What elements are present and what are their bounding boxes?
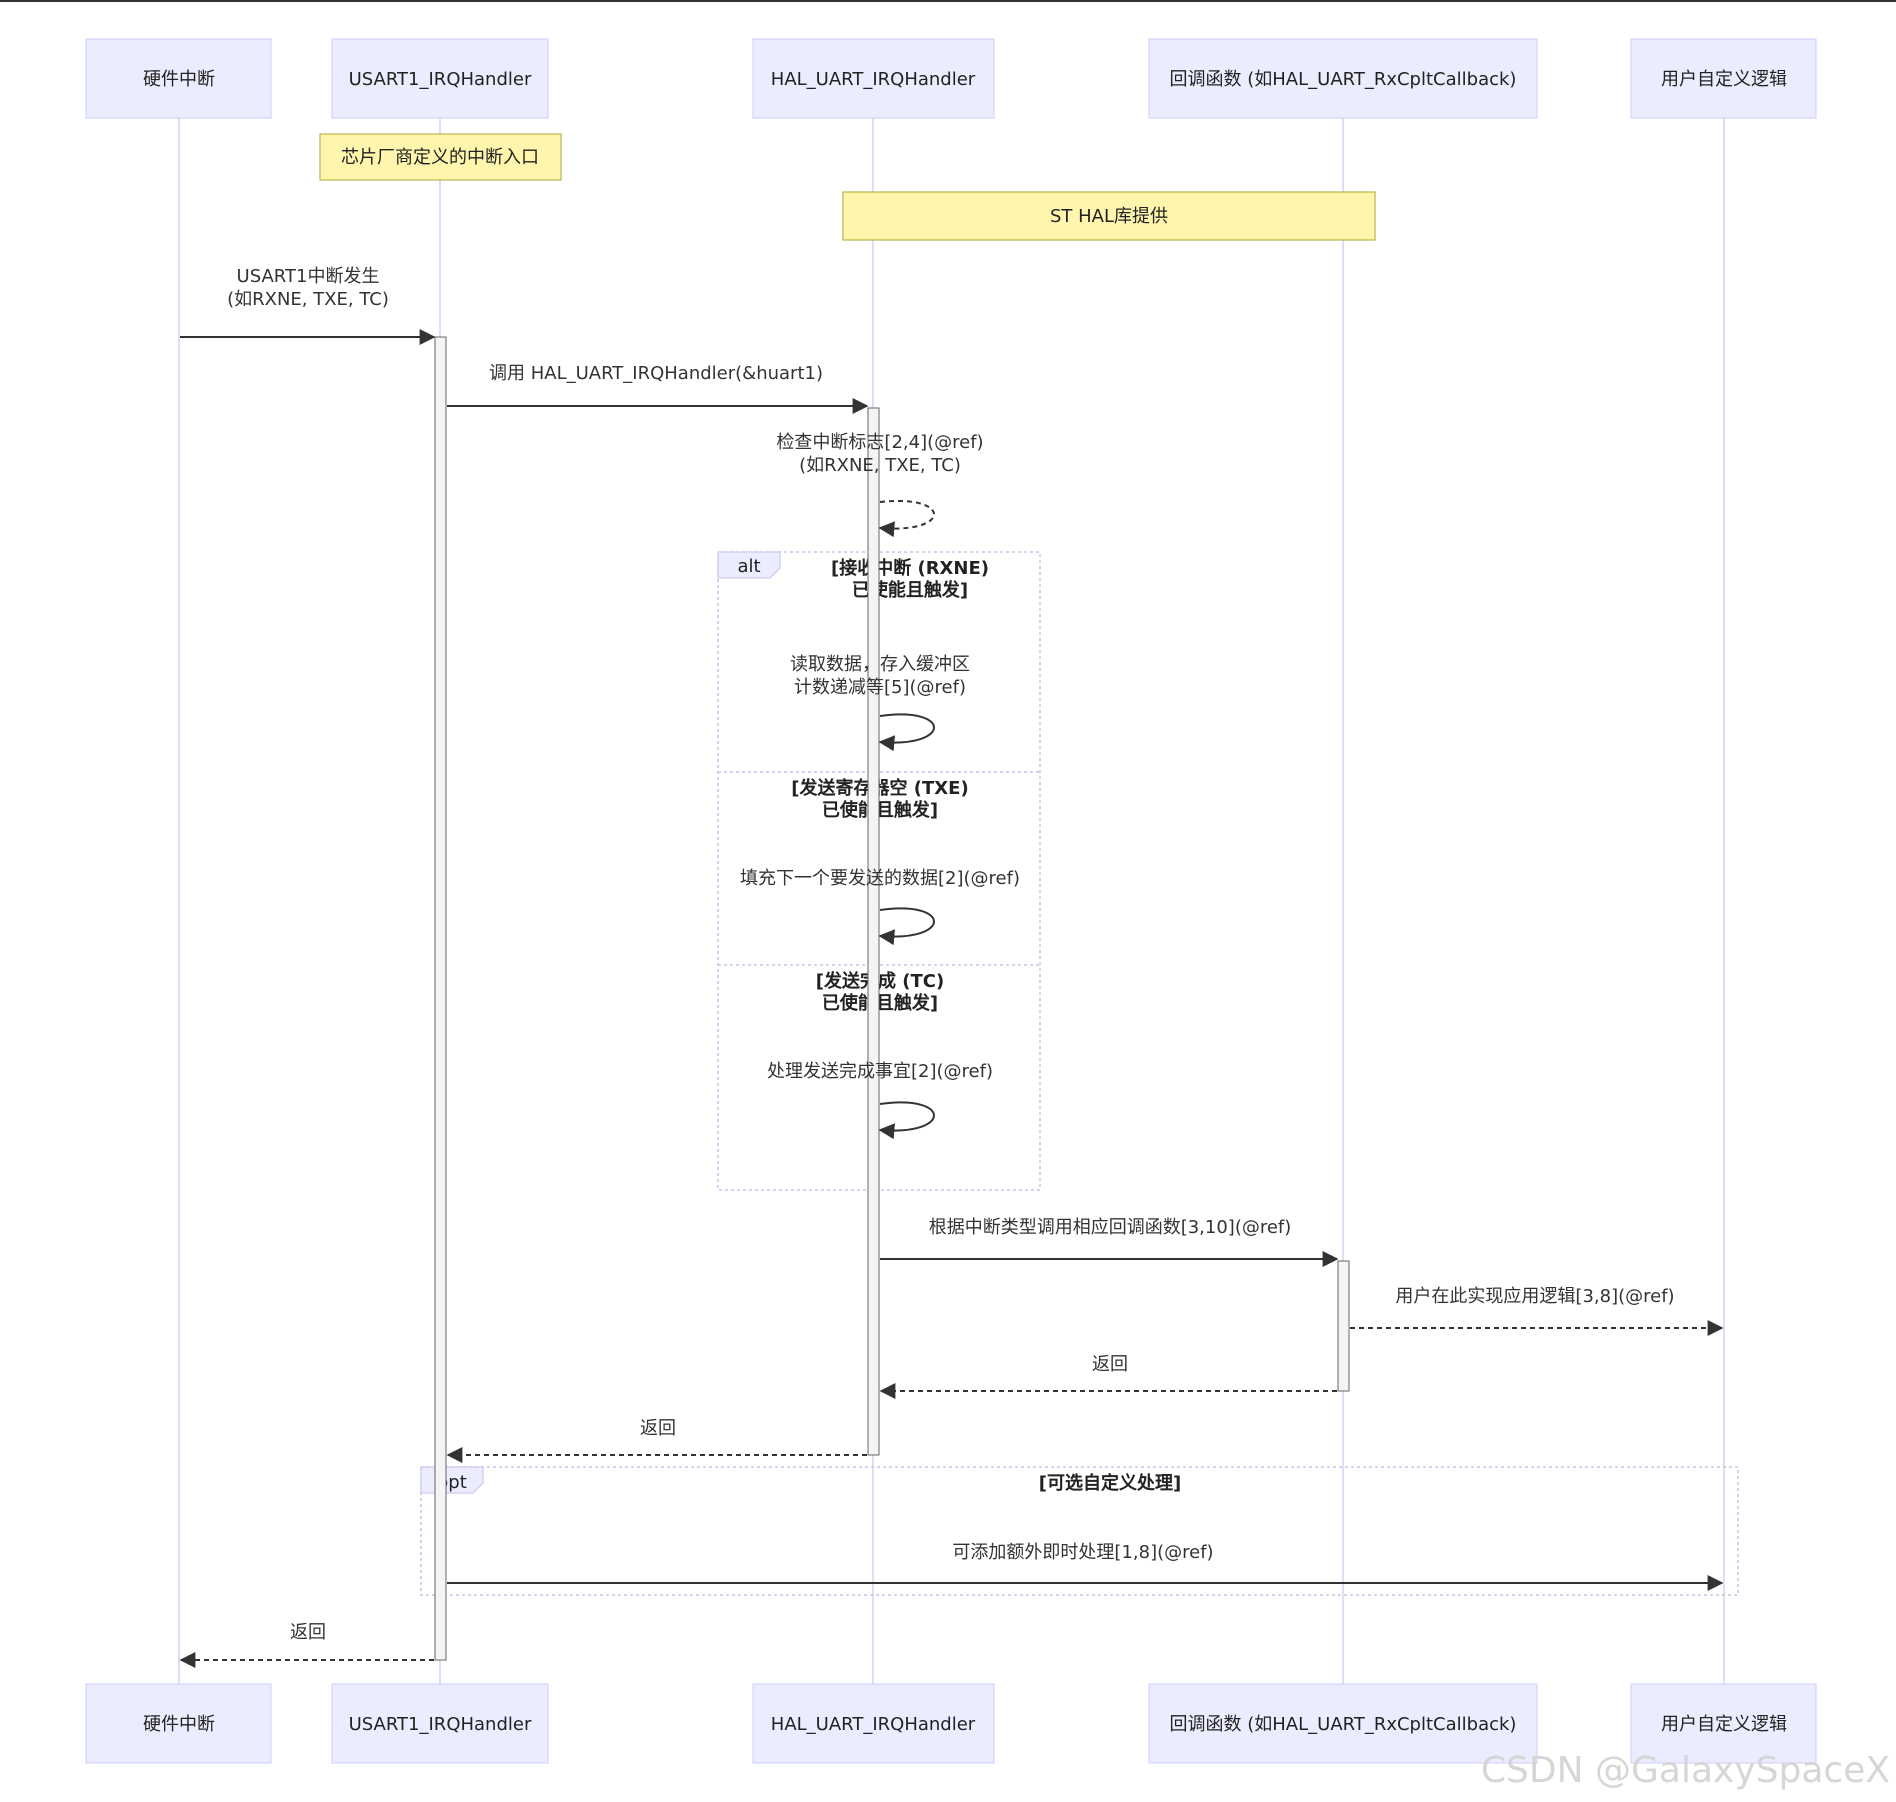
message-handle-tx-complete: 处理发送完成事宜[2](@ref) [767,1061,993,1140]
actor-usart1-irqhandler: USART1_IRQHandler [331,38,549,119]
actor-hw-interrupt-bottom: 硬件中断 [85,1683,272,1764]
message-extra-processing: 可添加额外即时处理[1,8](@ref) [447,1542,1724,1591]
svg-text:返回: 返回 [640,1418,676,1439]
message-call-hal-handler: 调用 HAL_UART_IRQHandler(&huart1) [447,363,869,414]
actors-bottom: 硬件中断 USART1_IRQHandler HAL_UART_IRQHandl… [85,1683,1817,1764]
message-call-callback: 根据中断类型调用相应回调函数[3,10](@ref) [880,1217,1339,1267]
message-return-hal: 返回 [446,1418,867,1463]
svg-text:硬件中断: 硬件中断 [143,1714,215,1735]
svg-text:用户自定义逻辑: 用户自定义逻辑 [1661,1714,1787,1735]
watermark: CSDN @GalaxySpaceX [1481,1750,1890,1791]
svg-text:回调函数 (如HAL_UART_RxCpltCallback: 回调函数 (如HAL_UART_RxCpltCallback) [1170,1714,1517,1735]
svg-text:读取数据，存入缓冲区: 读取数据，存入缓冲区 [790,654,970,675]
activation-callback [1337,1260,1350,1392]
actor-hw-interrupt: 硬件中断 [85,38,272,119]
alt-condition-2-line-2: 已使能且触发] [822,799,938,821]
svg-text:检查中断标志[2,4](@ref): 检查中断标志[2,4](@ref) [776,432,983,453]
svg-text:处理发送完成事宜[2](@ref): 处理发送完成事宜[2](@ref) [767,1061,993,1082]
note-usart-entry: 芯片厂商定义的中断入口 [319,133,562,181]
actor-user-logic-bottom: 用户自定义逻辑 [1630,1683,1817,1764]
svg-text:根据中断类型调用相应回调函数[3,10](@ref): 根据中断类型调用相应回调函数[3,10](@ref) [929,1217,1292,1238]
alt-frame: alt [接收中断 (RXNE) 已使能且触发] [发送寄存器空 (TXE) 已… [717,551,1041,1191]
alt-condition-3-line-1: [发送完成 (TC) [816,970,944,992]
svg-text:用户自定义逻辑: 用户自定义逻辑 [1661,69,1787,90]
svg-text:计数递减等[5](@ref): 计数递减等[5](@ref) [794,677,966,698]
message-return-usart: 返回 [179,1622,434,1668]
actor-hal-uart-irqhandler-bottom: HAL_UART_IRQHandler [752,1683,995,1764]
alt-condition-3-line-2: 已使能且触发] [822,992,938,1014]
actor-hal-uart-irqhandler: HAL_UART_IRQHandler [752,38,995,119]
svg-text:USART1_IRQHandler: USART1_IRQHandler [349,69,532,90]
svg-text:HAL_UART_IRQHandler: HAL_UART_IRQHandler [771,1714,976,1735]
message-read-data: 读取数据，存入缓冲区 计数递减等[5](@ref) [790,654,970,752]
svg-text:填充下一个要发送的数据[2](@ref): 填充下一个要发送的数据[2](@ref) [740,868,1020,889]
message-return-callback: 返回 [879,1354,1337,1399]
message-check-flags: 检查中断标志[2,4](@ref) (如RXNE, TXE, TC) [776,432,984,538]
actor-usart1-irqhandler-bottom: USART1_IRQHandler [331,1683,549,1764]
alt-label: alt [737,556,760,577]
actor-callback: 回调函数 (如HAL_UART_RxCpltCallback) [1148,38,1538,119]
lifelines [178,118,1725,1686]
svg-text:HAL_UART_IRQHandler: HAL_UART_IRQHandler [771,69,976,90]
svg-text:回调函数 (如HAL_UART_RxCpltCallback: 回调函数 (如HAL_UART_RxCpltCallback) [1170,69,1517,90]
message-interrupt-occurs: USART1中断发生 (如RXNE, TXE, TC) [180,266,436,345]
activation-hal [867,407,880,1456]
svg-text:可添加额外即时处理[1,8](@ref): 可添加额外即时处理[1,8](@ref) [952,1542,1213,1563]
svg-text:芯片厂商定义的中断入口: 芯片厂商定义的中断入口 [341,147,539,168]
svg-text:用户在此实现应用逻辑[3,8](@ref): 用户在此实现应用逻辑[3,8](@ref) [1395,1286,1674,1307]
svg-text:USART1中断发生: USART1中断发生 [237,266,380,287]
message-user-logic: 用户在此实现应用逻辑[3,8](@ref) [1350,1286,1724,1336]
svg-text:返回: 返回 [290,1622,326,1643]
message-fill-tx-data: 填充下一个要发送的数据[2](@ref) [740,868,1020,946]
svg-text:调用 HAL_UART_IRQHandler(&huart1: 调用 HAL_UART_IRQHandler(&huart1) [489,363,823,384]
alt-condition-1-line-2: 已使能且触发] [852,579,968,601]
svg-text:(如RXNE, TXE, TC): (如RXNE, TXE, TC) [227,289,389,310]
activation-usart [434,336,447,1661]
alt-condition-1-line-1: [接收中断 (RXNE) [831,557,989,579]
opt-frame: opt [可选自定义处理] [420,1466,1739,1596]
svg-text:硬件中断: 硬件中断 [143,69,215,90]
note-st-hal: ST HAL库提供 [842,191,1376,241]
svg-text:USART1_IRQHandler: USART1_IRQHandler [349,1714,532,1735]
svg-text:ST HAL库提供: ST HAL库提供 [1050,206,1168,227]
actor-callback-bottom: 回调函数 (如HAL_UART_RxCpltCallback) [1148,1683,1538,1764]
alt-condition-2-line-1: [发送寄存器空 (TXE) [791,777,968,799]
svg-text:(如RXNE, TXE, TC): (如RXNE, TXE, TC) [799,455,961,476]
actor-user-logic: 用户自定义逻辑 [1630,38,1817,119]
top-border [0,0,1896,2]
svg-text:返回: 返回 [1092,1354,1128,1375]
opt-condition: [可选自定义处理] [1039,1472,1181,1494]
actors-top: 硬件中断 USART1_IRQHandler HAL_UART_IRQHandl… [85,38,1817,119]
